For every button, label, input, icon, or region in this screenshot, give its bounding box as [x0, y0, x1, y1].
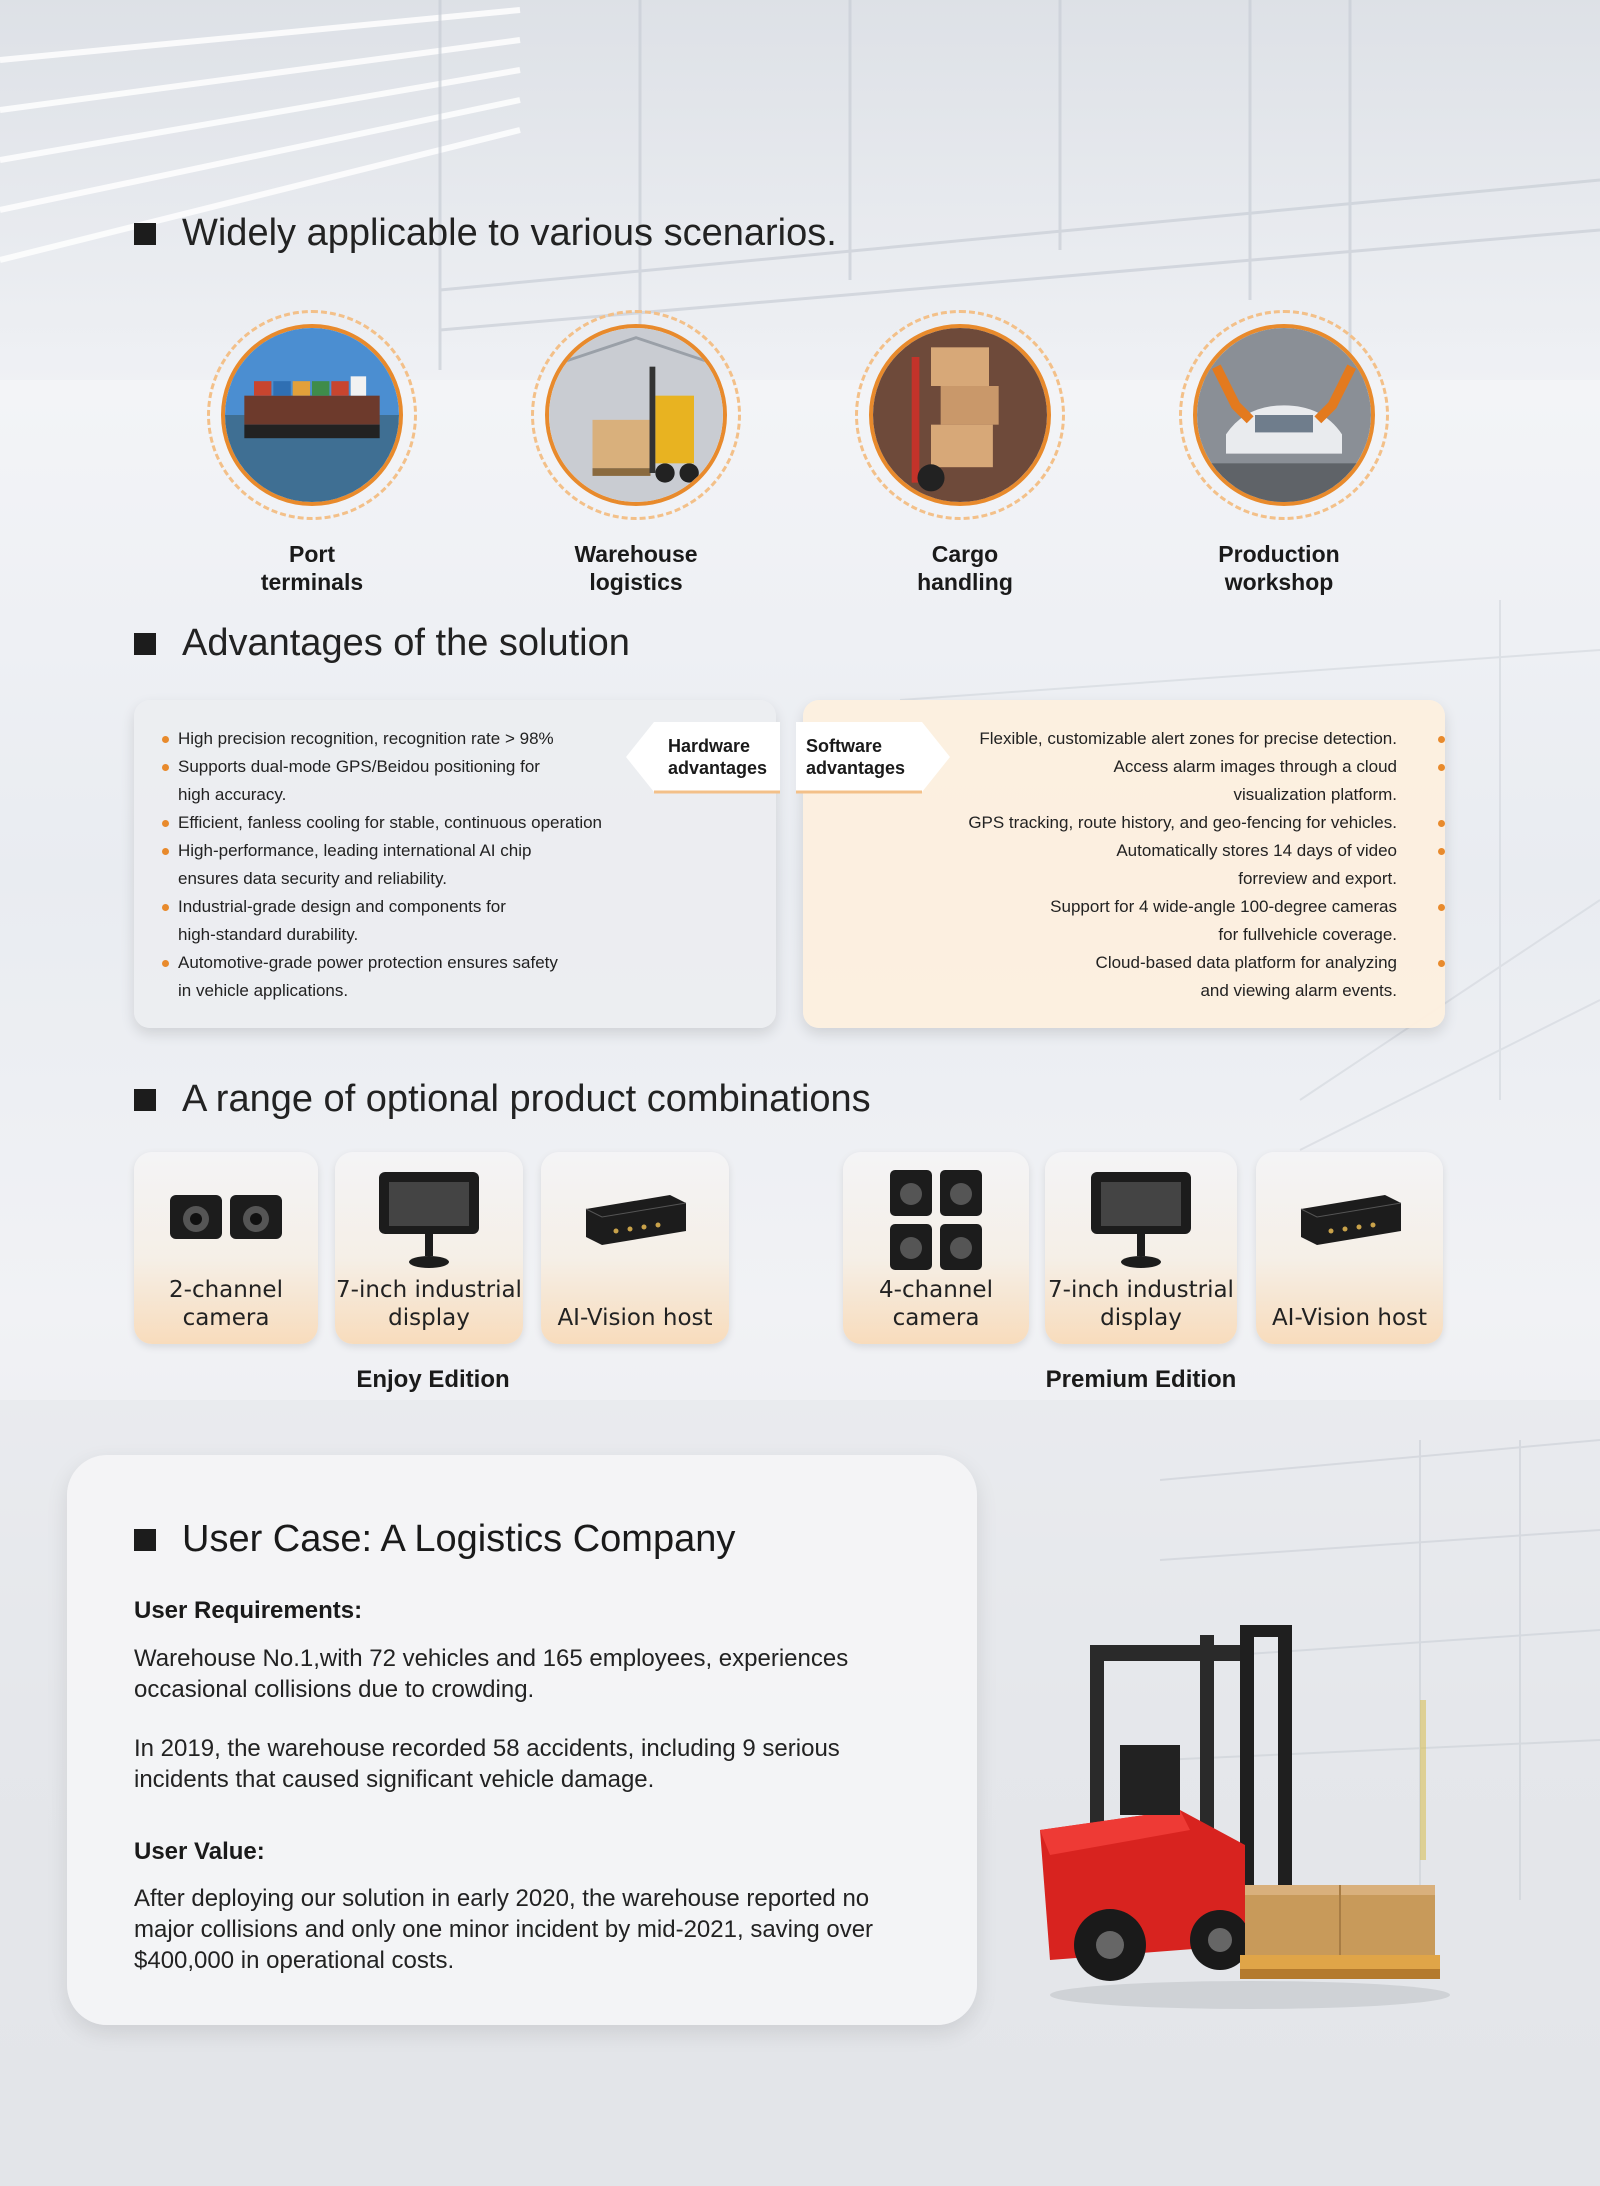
hardware-advantage-item: Industrial-grade design and components f… [160, 893, 776, 949]
hardware-advantage-item: Supports dual-mode GPS/Beidou positionin… [160, 753, 776, 809]
scenarios-section-title: Widely applicable to various scenarios. [134, 212, 837, 255]
host-box-icon [1256, 1182, 1443, 1252]
case-title-text: User Case: A Logistics Company [182, 1518, 736, 1560]
enjoy-edition-label: Enjoy Edition [356, 1366, 510, 1393]
product-card-ai-vision-host-premium[interactable]: AI-Vision host [1256, 1152, 1443, 1344]
hardware-advantage-item: Automotive-grade power protection ensure… [160, 949, 776, 1005]
user-requirements-heading: User Requirements: [134, 1597, 363, 1624]
scenario-production-workshop [1179, 310, 1389, 520]
product-card-2-channel-camera[interactable]: 2-channel camera [134, 1152, 318, 1344]
port-ship-image [221, 324, 403, 506]
scenario-label-port: Port terminals [260, 541, 364, 595]
software-advantage-item: Flexible, customizable alert zones for p… [803, 725, 1445, 753]
software-advantage-item: GPS tracking, route history, and geo-fen… [803, 809, 1445, 837]
hardware-advantage-item: High-performance, leading international … [160, 837, 776, 893]
user-requirements-paragraph: Warehouse No.1,with 72 vehicles and 165 … [134, 1645, 849, 1703]
software-advantage-item: Automatically stores 14 days of video fo… [803, 837, 1445, 893]
scenario-warehouse-logistics [531, 310, 741, 520]
display-monitor-icon [1045, 1162, 1237, 1280]
product-label: 2-channel camera [169, 1277, 283, 1331]
hardware-advantages-tag: Hardware advantages [626, 720, 780, 794]
product-label: AI-Vision host [557, 1305, 713, 1331]
advantages-section-title: Advantages of the solution [134, 622, 630, 665]
scenario-port-terminals [207, 310, 417, 520]
forklift-image [1040, 1625, 1450, 2009]
camera-quad-icon [843, 1166, 1029, 1276]
product-label: 7-inch industrial display [336, 1277, 522, 1331]
case-section-title: User Case: A Logistics Company [134, 1518, 735, 1561]
display-monitor-icon [335, 1162, 523, 1280]
hardware-advantage-item: High precision recognition, recognition … [160, 725, 776, 753]
camera-pair-icon [134, 1182, 318, 1252]
advantages-title-text: Advantages of the solution [182, 622, 630, 664]
software-advantage-item: Access alarm images through a cloud visu… [803, 753, 1445, 809]
premium-edition-label: Premium Edition [1045, 1366, 1237, 1393]
cargo-boxes-image [869, 324, 1051, 506]
software-advantage-item: Cloud-based data platform for analyzing … [803, 949, 1445, 1005]
robot-workshop-image [1193, 324, 1375, 506]
product-card-ai-vision-host[interactable]: AI-Vision host [541, 1152, 729, 1344]
product-label: 4-channel camera [879, 1277, 993, 1331]
scenario-label-workshop: Production workshop [1218, 541, 1340, 595]
user-requirements-paragraph: In 2019, the warehouse recorded 58 accid… [134, 1735, 840, 1793]
square-bullet-icon [134, 222, 156, 245]
scenario-cargo-handling [855, 310, 1065, 520]
host-box-icon [541, 1182, 729, 1252]
product-card-7-inch-display[interactable]: 7-inch industrial display [335, 1152, 523, 1344]
product-label: AI-Vision host [1271, 1305, 1428, 1331]
scenarios-title-text: Widely applicable to various scenarios. [182, 212, 837, 254]
product-card-7-inch-display-premium[interactable]: 7-inch industrial display [1045, 1152, 1237, 1344]
products-title-text: A range of optional product combinations [182, 1078, 871, 1120]
product-label: 7-inch industrial display [1048, 1277, 1234, 1331]
software-advantages-tag: Software advantages [796, 720, 950, 794]
user-value-heading: User Value: [134, 1838, 265, 1865]
hardware-advantage-item: Efficient, fanless cooling for stable, c… [160, 809, 776, 837]
scenario-label-cargo: Cargo handling [917, 541, 1013, 595]
square-bullet-icon [134, 632, 156, 655]
product-card-4-channel-camera[interactable]: 4-channel camera [843, 1152, 1029, 1344]
scenario-label-warehouse: Warehouse logistics [574, 541, 698, 595]
warehouse-forklift-image [545, 324, 727, 506]
square-bullet-icon [134, 1528, 156, 1551]
software-advantage-item: Support for 4 wide-angle 100-degree came… [803, 893, 1445, 949]
square-bullet-icon [134, 1088, 156, 1111]
user-value-paragraph: After deploying our solution in early 20… [134, 1885, 874, 1974]
products-section-title: A range of optional product combinations [134, 1078, 871, 1121]
